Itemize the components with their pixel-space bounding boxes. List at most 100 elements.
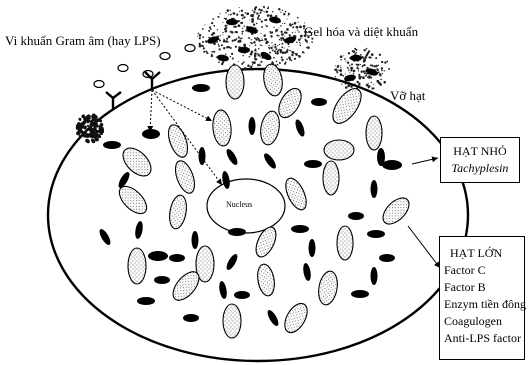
gel-dot bbox=[288, 15, 289, 16]
gel-bacterium bbox=[350, 55, 362, 61]
gel-dot bbox=[300, 45, 301, 46]
gel-dot bbox=[364, 72, 366, 74]
gel-dot bbox=[249, 56, 251, 58]
gel-dot bbox=[287, 49, 289, 51]
gel-dot bbox=[211, 22, 213, 24]
gel-dot bbox=[356, 81, 358, 83]
gel-dot bbox=[371, 53, 374, 56]
small-granule bbox=[148, 251, 168, 261]
gel-dot bbox=[241, 14, 243, 16]
gel-dot bbox=[350, 85, 352, 87]
gel-dot bbox=[275, 48, 277, 50]
gel-dot bbox=[257, 37, 259, 39]
small-granule bbox=[382, 160, 402, 170]
gel-dot bbox=[279, 39, 281, 41]
gel-dot bbox=[279, 44, 280, 45]
burst-label: Vỡ hạt bbox=[390, 88, 425, 103]
large-granule bbox=[323, 161, 339, 195]
gel-dot bbox=[241, 31, 243, 33]
gel-dot bbox=[243, 44, 245, 46]
gel-dot bbox=[267, 14, 270, 17]
gel-dot bbox=[242, 55, 244, 57]
gel-dot bbox=[380, 84, 382, 86]
gel-dot bbox=[253, 61, 256, 64]
small-granule bbox=[154, 276, 170, 284]
gel-dot bbox=[260, 61, 262, 63]
gel-dot bbox=[360, 54, 362, 56]
gel-dot bbox=[311, 41, 313, 43]
gel-dot bbox=[337, 72, 339, 74]
gel-dot bbox=[198, 33, 200, 35]
gel-dot bbox=[241, 63, 243, 65]
gel-dot bbox=[343, 55, 344, 56]
gel-dot bbox=[272, 61, 273, 62]
gel-dot bbox=[254, 6, 256, 8]
gel-dot bbox=[281, 33, 284, 36]
gel-dot bbox=[251, 42, 253, 44]
gel-dot bbox=[205, 50, 207, 52]
gel-dot bbox=[225, 12, 226, 13]
gel-dot bbox=[370, 64, 372, 66]
gel-dot bbox=[272, 45, 273, 46]
gel-dot bbox=[266, 41, 269, 44]
gel-dot bbox=[338, 70, 339, 71]
gel-dot bbox=[257, 17, 259, 19]
gel-dot bbox=[370, 77, 372, 79]
gel-dot bbox=[297, 17, 299, 19]
gel-dot bbox=[287, 43, 289, 45]
gel-dot bbox=[363, 49, 365, 51]
gel-dot bbox=[348, 52, 350, 54]
gel-dot bbox=[253, 41, 256, 44]
gel-dot bbox=[218, 45, 220, 47]
gel-dot bbox=[340, 69, 342, 71]
gel-dot bbox=[241, 22, 243, 24]
gel-dot bbox=[263, 11, 264, 12]
gel-dot bbox=[258, 48, 259, 49]
gel-dot bbox=[345, 83, 347, 85]
gel-dot bbox=[353, 73, 355, 75]
gel-dot bbox=[249, 38, 250, 39]
gel-dot bbox=[381, 70, 383, 72]
gel-dot bbox=[344, 81, 345, 82]
clump-dot bbox=[81, 122, 85, 126]
large-granules-list: Factor CFactor BEnzym tiền đôngCoaguloge… bbox=[444, 262, 524, 347]
large-granules-box: HẠT LỚN Factor CFactor BEnzym tiền đôngC… bbox=[439, 236, 525, 360]
gel-dot bbox=[292, 51, 295, 54]
gel-dot bbox=[225, 54, 226, 55]
gel-dot bbox=[350, 69, 352, 71]
gel-dot bbox=[259, 18, 261, 20]
gel-dot bbox=[298, 27, 299, 28]
gel-dot bbox=[268, 6, 269, 7]
gel-cloud-right bbox=[334, 48, 390, 91]
gel-dot bbox=[375, 57, 377, 59]
clump-dot bbox=[98, 125, 100, 127]
gel-dot bbox=[282, 23, 283, 24]
gel-dot bbox=[341, 81, 342, 82]
gel-dot bbox=[245, 12, 246, 13]
gel-dot bbox=[269, 45, 270, 46]
gel-dot bbox=[231, 53, 233, 55]
clump-dot bbox=[85, 125, 87, 127]
gel-dot bbox=[202, 45, 203, 46]
gel-bacterium bbox=[217, 54, 230, 62]
gel-dot bbox=[347, 84, 350, 87]
gel-dot bbox=[226, 30, 227, 31]
gel-dot bbox=[334, 69, 335, 70]
small-granule bbox=[169, 254, 185, 262]
gel-dot bbox=[251, 18, 254, 21]
gel-dot bbox=[255, 58, 257, 60]
gel-dot bbox=[354, 83, 355, 84]
gel-dot bbox=[286, 58, 288, 60]
gel-dot bbox=[368, 87, 369, 88]
gel-dot bbox=[227, 25, 228, 26]
gel-dot bbox=[268, 47, 270, 49]
gel-dot bbox=[269, 31, 271, 33]
small-granules-item: Tachyplesin bbox=[441, 160, 519, 177]
gel-dot bbox=[285, 11, 287, 13]
gel-dot bbox=[357, 64, 359, 66]
gel-dot bbox=[252, 64, 253, 65]
bacterium bbox=[94, 81, 104, 88]
gel-dot bbox=[340, 67, 341, 68]
gel-dot bbox=[280, 12, 281, 13]
gel-dot bbox=[274, 50, 276, 52]
